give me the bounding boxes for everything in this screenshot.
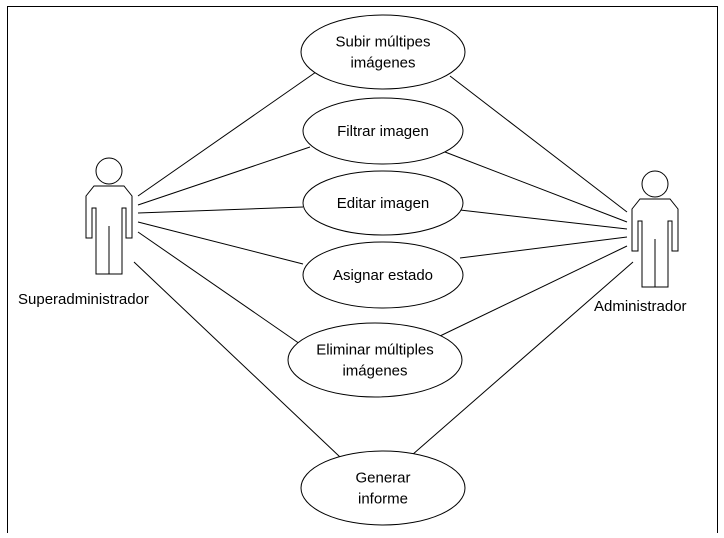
- association-admin-uc2: [444, 151, 628, 223]
- use-case-uc5[interactable]: Eliminar múltiples imágenes: [287, 322, 463, 398]
- actor-head: [641, 170, 669, 198]
- actor-head: [95, 157, 123, 185]
- use-case-label: Editar imagen: [337, 195, 430, 212]
- actor-admin[interactable]: Administrador: [594, 170, 687, 315]
- use-case-ellipse: [302, 241, 464, 309]
- use-case-uc6[interactable]: Generar informe: [300, 450, 466, 526]
- use-case-uc3[interactable]: Editar imagen: [302, 170, 464, 236]
- use-case-label: Filtrar imagen: [337, 123, 429, 140]
- use-case-uc4[interactable]: Asignar estado: [302, 241, 464, 309]
- association-super-uc6: [133, 261, 341, 458]
- use-case-label: informe: [358, 491, 408, 508]
- association-super-uc4: [137, 221, 304, 265]
- association-admin-uc5: [439, 245, 628, 337]
- association-super-uc3: [137, 206, 304, 214]
- use-case-ellipse: [300, 450, 466, 526]
- association-super-uc1: [137, 71, 317, 197]
- association-admin-uc6: [411, 261, 634, 456]
- use-case-label: Asignar estado: [333, 267, 433, 284]
- use-case-label: Subir múltipes: [335, 34, 430, 51]
- use-case-uc1[interactable]: Subir múltipes imágenes: [300, 14, 466, 90]
- actors: Superadministrador Administrador: [18, 157, 687, 315]
- diagram-frame: [7, 6, 718, 538]
- association-lines: [133, 71, 634, 458]
- actor-label: Administrador: [594, 298, 687, 315]
- use-case-label: imágenes: [342, 363, 407, 380]
- association-super-uc5: [137, 231, 301, 345]
- use-case-ellipse: [287, 322, 463, 398]
- actor-super[interactable]: Superadministrador: [18, 157, 149, 308]
- use-case-label: Generar: [355, 470, 410, 487]
- use-case-ellipse: [302, 97, 464, 165]
- association-admin-uc4: [459, 236, 628, 259]
- use-case-ellipse: [302, 170, 464, 236]
- use-case-ellipse: [300, 14, 466, 90]
- association-super-uc2: [137, 146, 311, 206]
- use-case-label: imágenes: [350, 55, 415, 72]
- actor-label: Superadministrador: [18, 291, 149, 308]
- use-case-label: Eliminar múltiples: [316, 342, 434, 359]
- use-case-uc2[interactable]: Filtrar imagen: [302, 97, 464, 165]
- association-admin-uc1: [449, 75, 628, 213]
- association-admin-uc3: [459, 209, 628, 230]
